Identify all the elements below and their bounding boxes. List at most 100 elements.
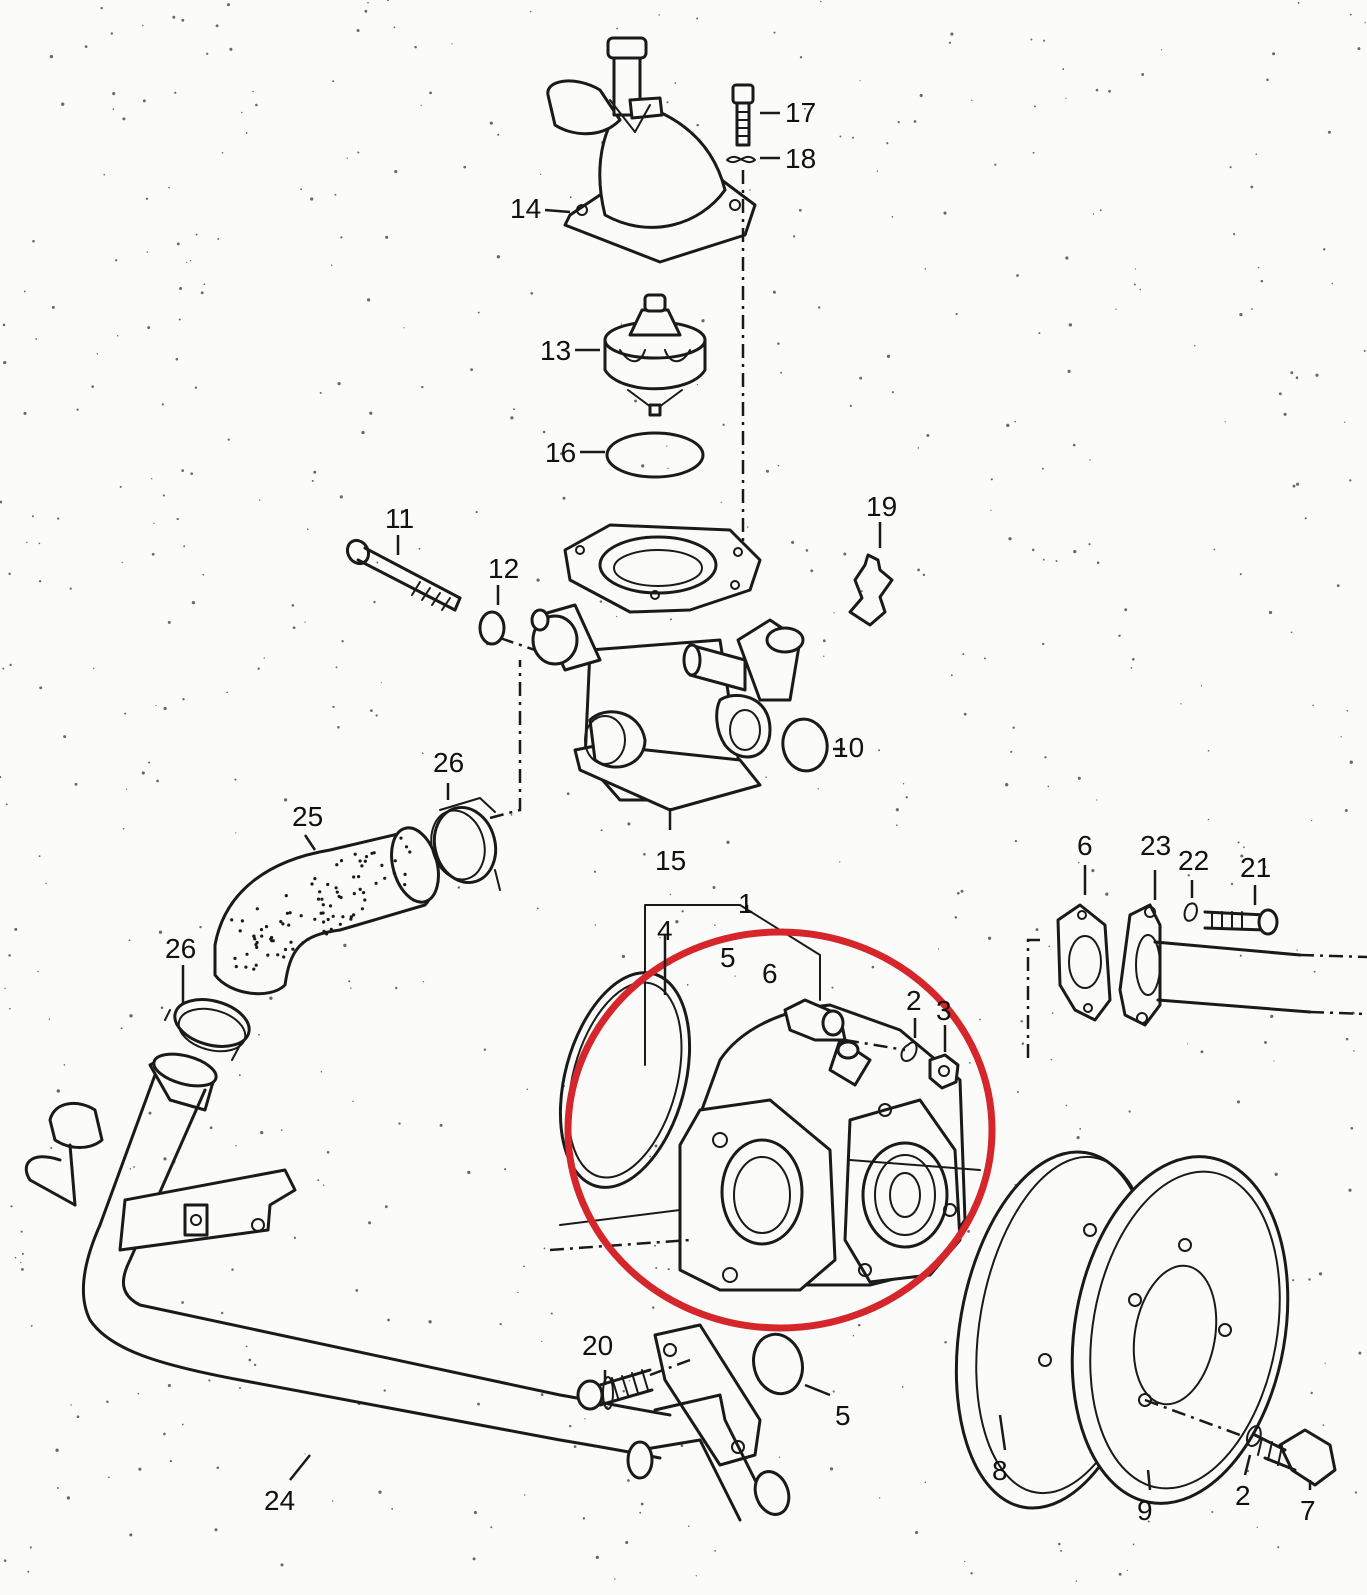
paper-speck: [259, 499, 261, 501]
paper-speck: [496, 255, 501, 259]
paper-speck: [970, 1572, 973, 1575]
paper-speck: [1016, 274, 1019, 277]
paper-speck: [280, 1129, 283, 1131]
hose-texture-dot: [291, 947, 295, 951]
hose-texture-dot: [341, 915, 345, 919]
paper-speck: [919, 93, 923, 98]
label-24: 24: [264, 1485, 295, 1516]
label-21: 21: [1240, 852, 1271, 883]
hose-texture-dot: [337, 894, 341, 899]
hose-texture-dot: [331, 914, 335, 918]
paper-speck: [398, 1122, 401, 1125]
hose-texture-dot: [360, 907, 364, 911]
paper-speck: [523, 1265, 525, 1268]
paper-speck: [1207, 818, 1210, 821]
paper-speck: [701, 319, 705, 323]
paper-speck: [634, 399, 637, 403]
pipe-continuation-line: [1299, 953, 1367, 1016]
hose-texture-dot: [353, 852, 357, 856]
paper-speck: [913, 120, 917, 123]
paper-speck: [334, 193, 337, 196]
paper-speck: [1327, 130, 1331, 134]
paper-speck: [542, 430, 546, 434]
paper-speck: [1131, 657, 1135, 661]
paper-speck: [220, 1311, 224, 1315]
paper-speck: [1141, 73, 1145, 76]
paper-speck: [320, 1071, 323, 1073]
hose-texture-dot: [316, 897, 321, 901]
paper-speck: [566, 792, 570, 796]
paper-speck: [208, 1379, 211, 1382]
paper-speck: [1296, 482, 1300, 486]
part-7-bolt: [1253, 1428, 1337, 1487]
paper-speck: [627, 822, 631, 826]
paper-speck: [968, 1062, 971, 1064]
paper-speck: [361, 430, 365, 435]
part-11-bolt: [345, 538, 462, 612]
hose-texture-dot: [230, 918, 234, 922]
paper-speck: [106, 1400, 109, 1404]
hose-texture-dot: [260, 934, 264, 938]
paper-speck: [1277, 1546, 1280, 1549]
paper-speck: [300, 188, 302, 191]
hose-texture-dot: [393, 859, 397, 863]
part-21-bolt: [1203, 908, 1279, 936]
paper-speck: [734, 975, 736, 977]
label-20: 20: [582, 1330, 613, 1361]
paper-speck: [955, 312, 958, 316]
paper-speck: [1318, 1272, 1323, 1276]
paper-speck: [1020, 1020, 1023, 1023]
paper-speck: [122, 827, 125, 830]
paper-speck: [122, 117, 126, 121]
paper-speck: [773, 31, 776, 34]
paper-speck: [1313, 970, 1316, 973]
paper-speck: [962, 653, 965, 656]
paper-speck: [48, 1018, 51, 1020]
paper-speck: [810, 569, 814, 573]
paper-speck: [245, 131, 248, 134]
paper-speck: [39, 686, 43, 690]
paper-speck: [1030, 38, 1033, 41]
paper-speck: [137, 1392, 140, 1395]
paper-speck: [550, 1312, 553, 1315]
paper-speck: [819, 0, 822, 3]
paper-speck: [627, 1479, 630, 1482]
label-6-lower: 6: [1077, 830, 1093, 861]
paper-speck: [1031, 548, 1035, 552]
paper-speck: [226, 691, 228, 694]
part-6-gasket: [1056, 903, 1112, 1022]
paper-speck: [849, 404, 852, 407]
hose-texture-dot: [276, 953, 280, 957]
paper-speck: [960, 889, 964, 893]
paper-speck: [1132, 1543, 1135, 1546]
label-9: 9: [1137, 1495, 1153, 1526]
paper-speck: [1180, 703, 1182, 705]
paper-speck: [29, 1546, 32, 1549]
paper-speck: [1290, 631, 1293, 634]
paper-speck: [1260, 279, 1264, 283]
paper-speck: [14, 927, 18, 931]
paper-speck: [1292, 1279, 1295, 1282]
paper-speck: [1108, 89, 1111, 93]
paper-speck: [1312, 704, 1314, 707]
label-2-upper: 2: [906, 985, 922, 1016]
paper-speck: [124, 712, 127, 715]
part-26-clamp-upper: [430, 797, 501, 891]
paper-speck: [891, 391, 894, 394]
paper-speck: [540, 1393, 544, 1396]
part-15-housing: [530, 523, 805, 812]
label-2-lower: 2: [1235, 1480, 1251, 1511]
paper-speck: [403, 327, 405, 329]
paper-speck: [675, 920, 679, 924]
paper-speck: [370, 709, 373, 712]
paper-speck: [162, 494, 165, 497]
paper-speck: [924, 1481, 927, 1484]
paper-speck: [964, 1560, 966, 1563]
paper-speck: [1270, 1014, 1274, 1019]
hose-texture-dot: [364, 855, 369, 859]
hose-texture-dot: [266, 953, 270, 957]
paper-speck: [148, 1111, 152, 1115]
paper-speck: [422, 981, 425, 983]
paper-speck: [620, 323, 623, 325]
paper-speck: [639, 1511, 642, 1514]
